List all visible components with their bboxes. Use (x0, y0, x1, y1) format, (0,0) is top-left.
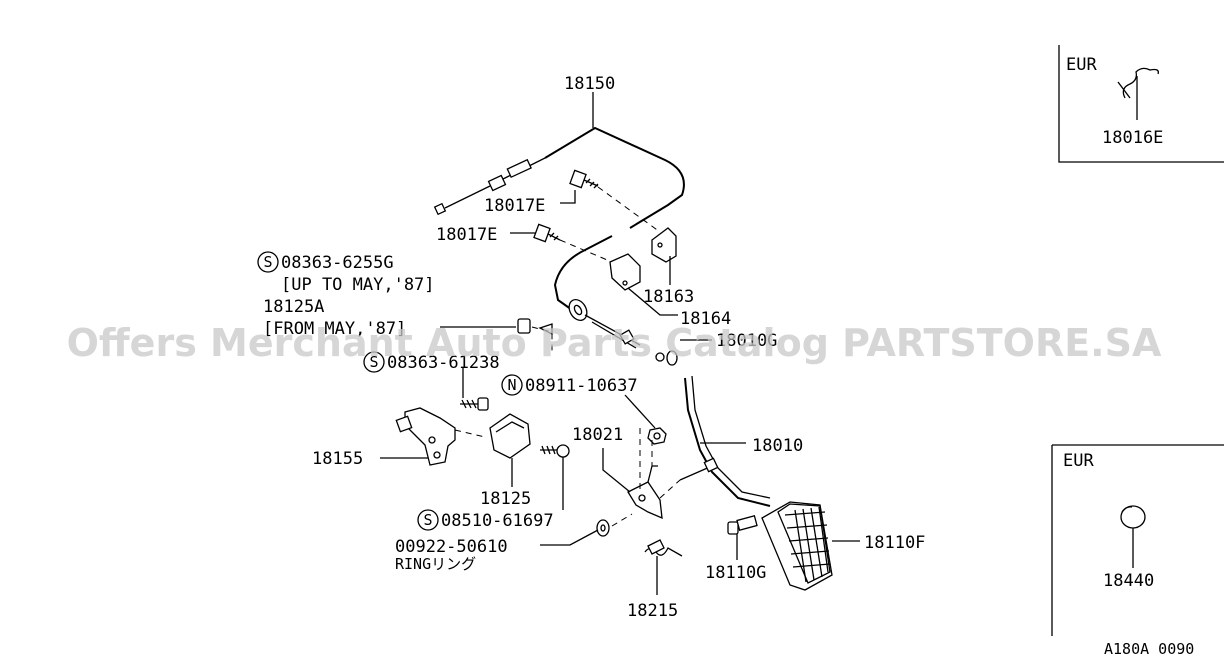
label-18010: 18010 (752, 436, 803, 456)
label-08363-61238: 08363-61238 (387, 353, 500, 373)
spring-18215 (644, 539, 683, 595)
s-circle-symbol-1: S (257, 251, 279, 273)
label-ring: RINGリング (395, 555, 476, 573)
label-18110g: 18110G (705, 563, 766, 583)
inset-bottom-part: 18440 (1103, 571, 1154, 591)
lever-18021 (602, 428, 663, 520)
bracket-18164 (609, 253, 678, 316)
cap-18440-icon (1120, 505, 1146, 568)
label-18155: 18155 (312, 449, 363, 469)
inset-top (1058, 45, 1224, 163)
label-18215: 18215 (627, 601, 678, 621)
diagram-code: A180A 0090 (1104, 640, 1194, 658)
svg-text:S: S (369, 353, 378, 371)
label-00922-50610: 00922-50610 (395, 537, 508, 557)
grommet-18010g (568, 299, 712, 366)
label-18164: 18164 (680, 309, 731, 329)
label-08363-6255g: 08363-6255G (281, 253, 394, 273)
inset-top-region: EUR (1066, 55, 1097, 75)
label-08510-61697: 08510-61697 (441, 511, 554, 531)
watermark: Offers Merchant Auto Parts Catalog PARTS… (67, 321, 1162, 365)
inset-bottom (1051, 444, 1224, 636)
pedal-arm-18010 (659, 375, 771, 507)
label-18017e-upper: 18017E (484, 196, 545, 216)
label-08911-10637: 08911-10637 (525, 376, 638, 396)
n-circle-symbol: N (501, 374, 523, 396)
inset-bottom-region: EUR (1063, 451, 1094, 471)
bracket-18155 (380, 407, 486, 466)
bolt-18017e-upper (560, 169, 599, 204)
pedal-pad-18110f (761, 501, 860, 591)
accelerator-cable (433, 92, 685, 313)
label-from-may-87: [FROM MAY,'87] (263, 319, 406, 339)
inset-top-part: 18016E (1102, 128, 1163, 148)
s-circle-symbol-2: S (363, 351, 385, 373)
pedal-pad-grid (784, 506, 831, 583)
bolt-18017e-lower (510, 223, 561, 243)
label-18125a: 18125A (263, 297, 324, 317)
bolt-08363-61238 (460, 368, 489, 411)
clip-18163 (651, 227, 677, 285)
svg-text:S: S (263, 253, 272, 271)
svg-text:S: S (423, 511, 432, 529)
label-18010g: 18010G (716, 331, 777, 351)
label-18125: 18125 (480, 489, 531, 509)
label-up-to-may-87: [UP TO MAY,'87] (281, 275, 435, 295)
bolt-18125a (440, 318, 553, 355)
stopper-18110g (727, 515, 758, 560)
ring-00922-50610 (540, 513, 633, 546)
label-18150: 18150 (564, 74, 615, 94)
wire-clip-18016e-icon (1117, 67, 1159, 120)
svg-text:N: N (507, 376, 516, 394)
nut-08911-10637 (624, 394, 667, 445)
label-18163: 18163 (643, 287, 694, 307)
label-18021: 18021 (572, 425, 623, 445)
screw-08510-61697 (540, 444, 570, 510)
s-circle-symbol-3: S (417, 509, 439, 531)
label-18110f: 18110F (864, 533, 925, 553)
mount-18125 (489, 413, 531, 487)
label-18017e-lower: 18017E (436, 225, 497, 245)
